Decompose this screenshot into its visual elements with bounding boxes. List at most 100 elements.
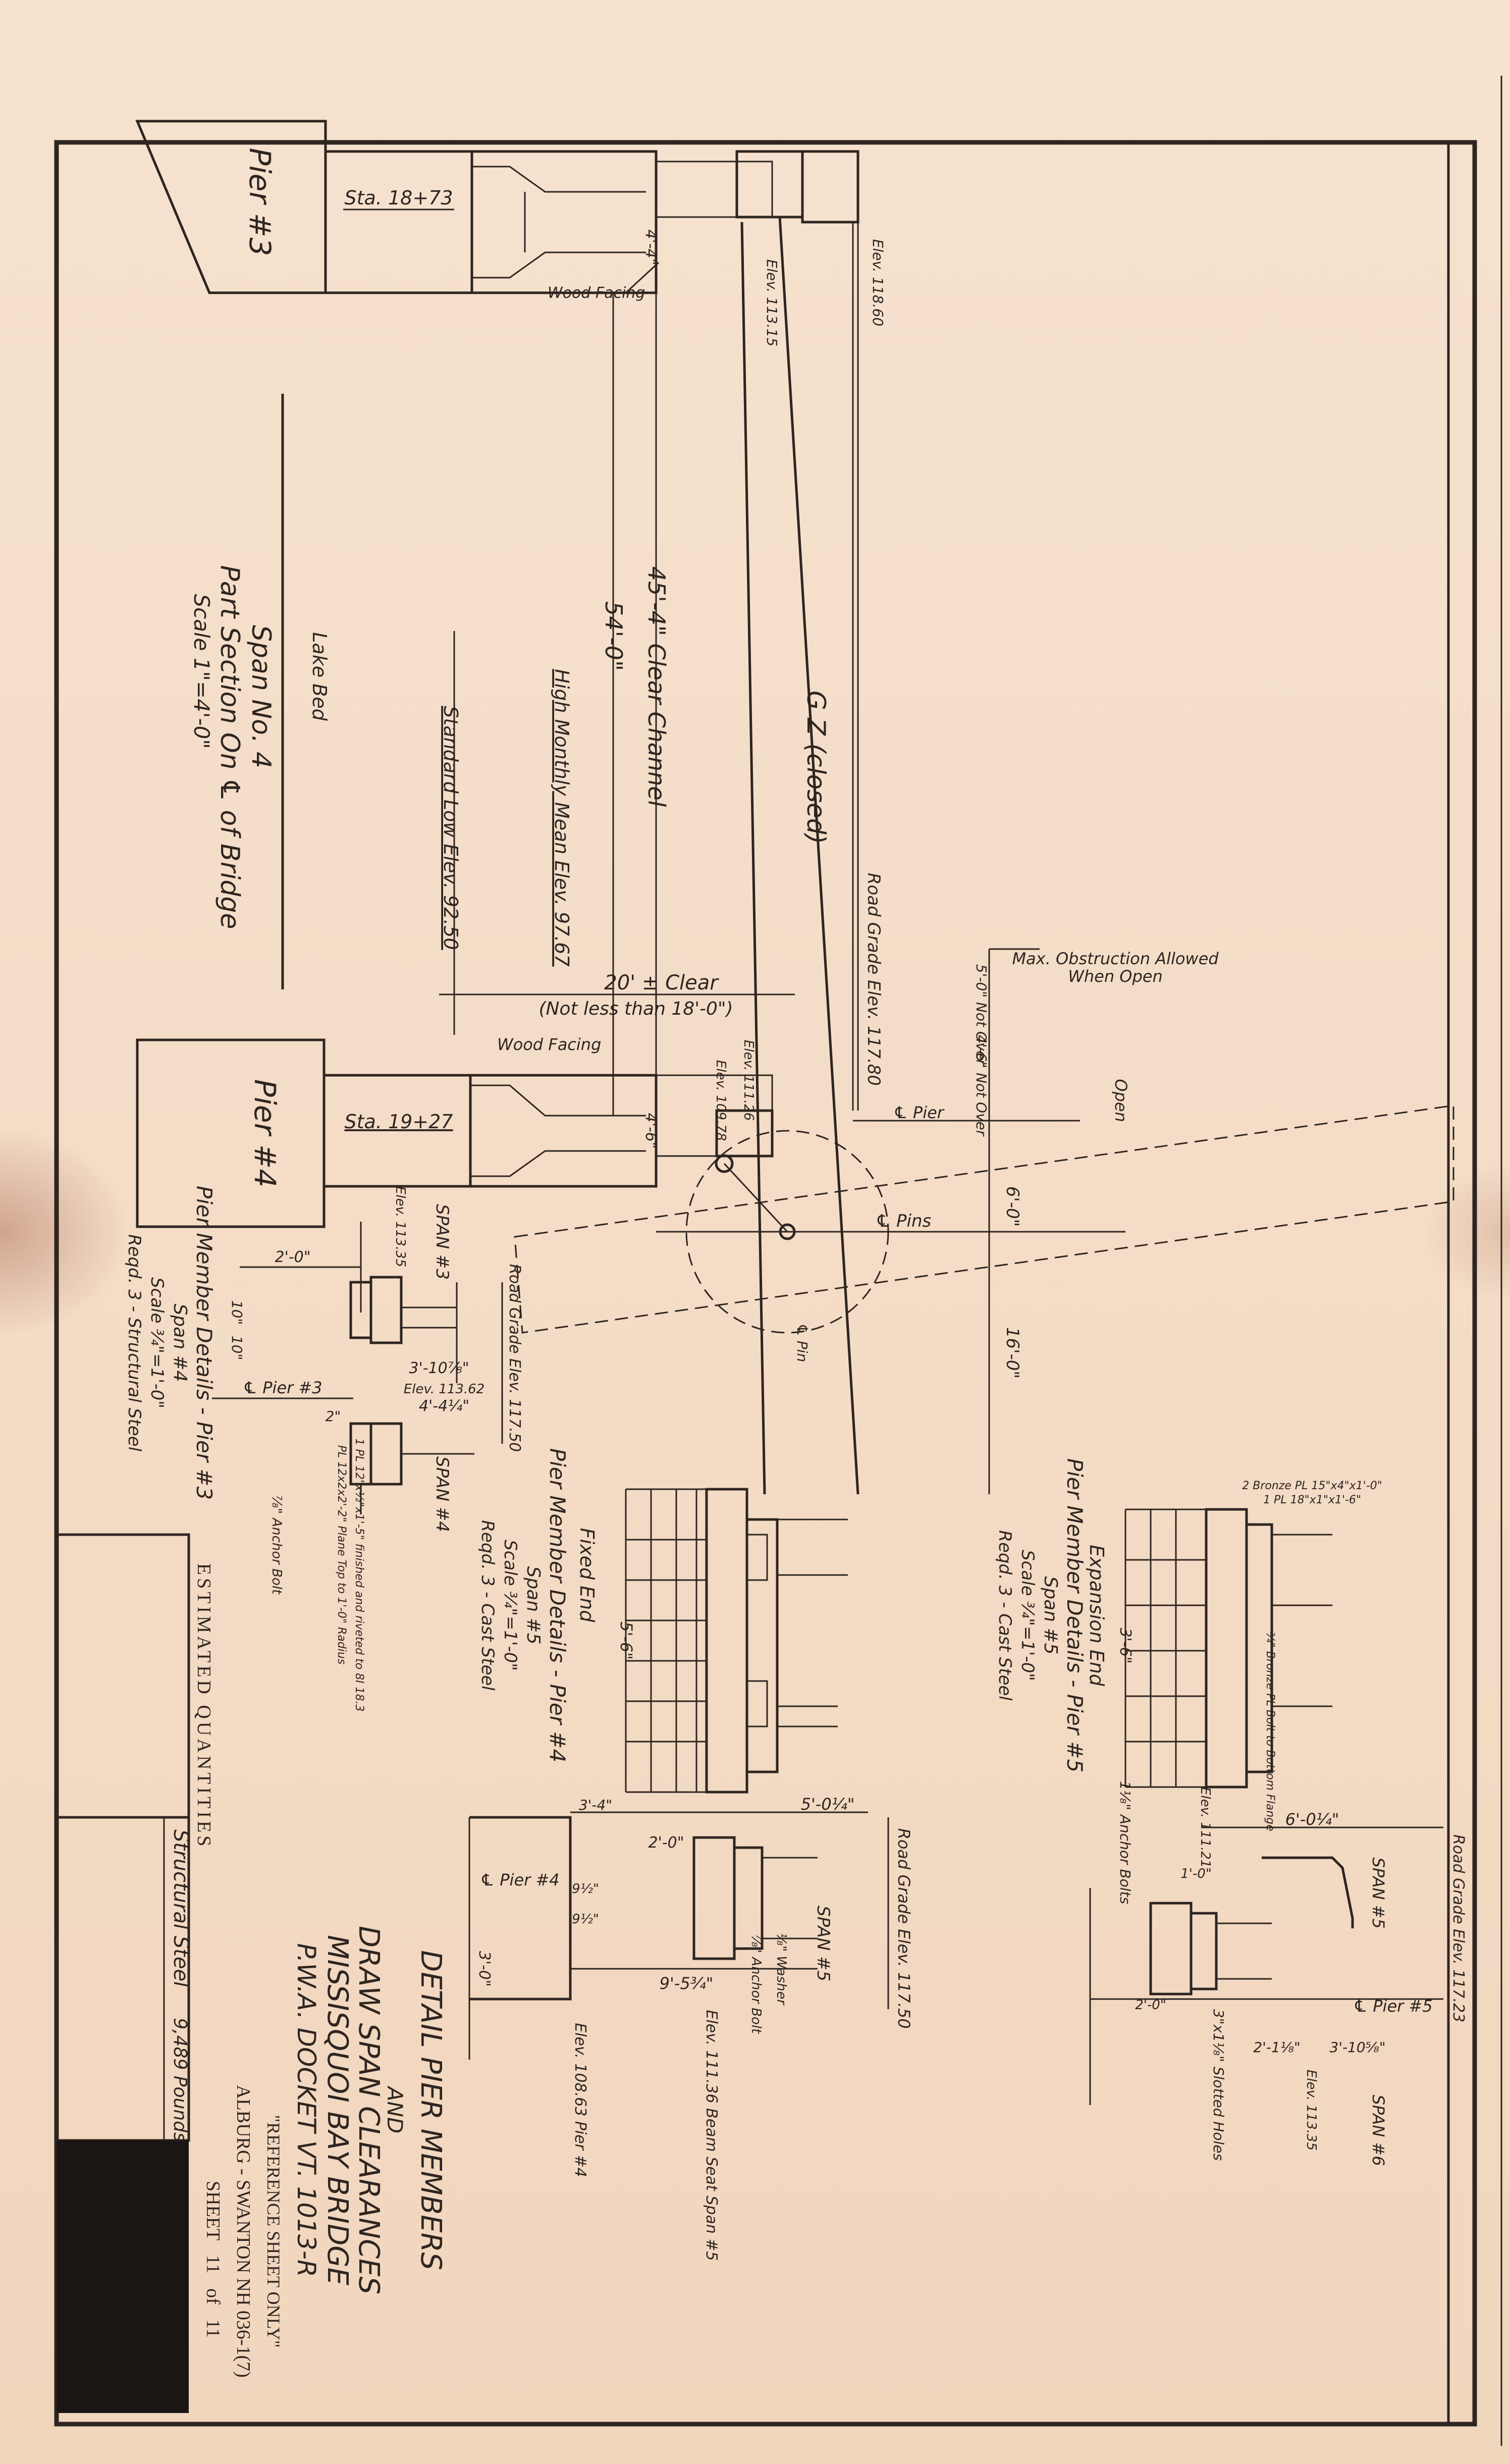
section-title1: Span No. 4 <box>246 625 276 768</box>
p5-elev-108: Elev. 108.63 Pier #4 <box>571 2023 589 2177</box>
elev-11315: Elev. 113.15 <box>764 259 780 347</box>
p4-dim-4-4: 4'-4¼" <box>419 1397 469 1415</box>
svg-text:16'-0": 16'-0" <box>1002 1327 1022 1379</box>
p4-dim-10b: 10" <box>229 1336 245 1360</box>
p6-title1: Expansion End <box>1086 1545 1108 1687</box>
svg-text:AND: AND <box>383 2085 407 2134</box>
svg-text:2'-0": 2'-0" <box>1135 1998 1166 2013</box>
p4-road-grade: Road Grade Elev. 117.50 <box>506 1264 523 1452</box>
svg-text:10": 10" <box>229 1300 245 1325</box>
p5-fixed-end: Fixed End <box>576 1528 598 1623</box>
svg-text:⅞" Anchor Bolt: ⅞" Anchor Bolt <box>269 1495 284 1595</box>
title-line4: MISSISQUOI BAY BRIDGE <box>321 1935 354 2286</box>
svg-text:SPAN #3: SPAN #3 <box>432 1204 452 1280</box>
p6-dim-2-1: 2'-1⅛" <box>1253 2039 1300 2056</box>
svg-text:20' ± Clear: 20' ± Clear <box>604 971 719 994</box>
p6-dim-6-0: 6'-0¼" <box>1285 1810 1339 1829</box>
svg-text:3'-0": 3'-0" <box>475 1951 493 1986</box>
p6-span5: SPAN #5 <box>1369 1857 1388 1928</box>
quantities-table <box>55 1533 190 2142</box>
svg-text:2": 2" <box>326 1408 341 1425</box>
svg-text:Pier #3: Pier #3 <box>243 148 277 256</box>
p4-span3: SPAN #3 <box>432 1204 452 1280</box>
open-label: Open <box>1111 1079 1130 1122</box>
svg-text:2'-1⅛": 2'-1⅛" <box>1253 2039 1300 2056</box>
svg-text:9,489 Pounds: 9,489 Pounds <box>170 2018 190 2141</box>
svg-text:1⅛" Anchor Bolts: 1⅛" Anchor Bolts <box>1117 1781 1134 1904</box>
title-line2: AND <box>383 2085 407 2134</box>
project-number: ALBURG - SWANTON NH 036-1(7) <box>233 2085 254 2378</box>
p5-pier-cl: ℄ Pier #4 <box>480 1870 559 1890</box>
svg-text:SPAN #6: SPAN #6 <box>1369 2094 1388 2166</box>
svg-text:Elev. 113.62: Elev. 113.62 <box>404 1382 484 1397</box>
svg-text:Wood Facing: Wood Facing <box>548 284 645 302</box>
svg-text:Wood Facing: Wood Facing <box>497 1035 601 1054</box>
svg-text:3'-10⅝": 3'-10⅝" <box>1329 2039 1385 2056</box>
lake-bed-label: Lake Bed <box>308 632 331 721</box>
p4-dim-3-10: 3'-10⅞" <box>409 1359 469 1377</box>
sta-1873-label: Sta. 18+73 <box>344 187 453 209</box>
svg-text:Part Section On ℄ of Bridge: Part Section On ℄ of Bridge <box>214 565 245 929</box>
p5-dim-2-0: 2'-0" <box>648 1834 684 1852</box>
p5-title2: Span #5 <box>523 1566 544 1644</box>
p6-span6: SPAN #6 <box>1369 2094 1388 2166</box>
quantities-amount: 9,489 Pounds <box>170 2018 190 2141</box>
p6-bronze: 2 Bronze PL 15"x4"x1'-0" <box>1242 1480 1382 1492</box>
pier-4-outline <box>136 1038 326 1228</box>
title-stamp-block <box>57 2140 189 2413</box>
not-over-1: 5'-0" Not Over <box>973 964 990 1066</box>
svg-text:6'-0¼": 6'-0¼" <box>1285 1810 1339 1829</box>
elev-10978: Elev. 109.78 <box>713 1060 728 1141</box>
p4-elev-11335: Elev. 113.35 <box>393 1186 408 1267</box>
pier-cl-label: ℄ Pier <box>893 1103 945 1122</box>
svg-text:℄ Pins: ℄ Pins <box>876 1211 932 1231</box>
sheet-border <box>54 140 1477 2427</box>
svg-text:Elev. 109.78: Elev. 109.78 <box>713 1060 728 1141</box>
p4-dim-10a: 10" <box>229 1300 245 1325</box>
svg-text:1 PL 12"x½"x1'-5" finished and: 1 PL 12"x½"x1'-5" finished and riveted t… <box>353 1438 365 1711</box>
p5-dim-9a: 9½" <box>572 1881 599 1897</box>
svg-text:ALBURG - SWANTON NH 036-1(7): ALBURG - SWANTON NH 036-1(7) <box>233 2085 254 2378</box>
p6-road-grade: Road Grade Elev. 117.23 <box>1449 1834 1467 2022</box>
svg-text:4'-4": 4'-4" <box>642 229 660 265</box>
clear-20-label: 20' ± Clear <box>604 971 719 994</box>
svg-text:4'-6" Not Over: 4'-6" Not Over <box>973 1035 990 1137</box>
dim-44-top: 4'-4" <box>642 229 660 265</box>
svg-text:Scale 1"=4'-0": Scale 1"=4'-0" <box>189 594 214 749</box>
svg-text:Span #5: Span #5 <box>1040 1576 1061 1654</box>
svg-text:2'-0": 2'-0" <box>648 1834 684 1852</box>
svg-text:⅛" Washer: ⅛" Washer <box>774 1933 789 2006</box>
title-line1: DETAIL PIER MEMBERS <box>414 1950 447 2270</box>
sta-1927-label: Sta. 19+27 <box>344 1111 453 1133</box>
quantities-item: Structural Steel <box>169 1829 192 1987</box>
p6-slotted: 3"x1⅛" Slotted Holes <box>1210 2009 1227 2161</box>
svg-text:When Open: When Open <box>1068 967 1163 986</box>
svg-text:Road Grade Elev. 117.50: Road Grade Elev. 117.50 <box>894 1828 913 2028</box>
svg-text:Scale ¾"=1'-0": Scale ¾"=1'-0" <box>500 1540 520 1671</box>
svg-text:2'-0": 2'-0" <box>275 1248 310 1266</box>
p5-dim-5-0: 5'-0¼" <box>801 1795 855 1814</box>
wood-facing-bottom: Wood Facing <box>497 1035 601 1054</box>
girder-closed-bottom <box>740 222 766 1495</box>
girder-open-outline <box>514 1105 1454 1334</box>
svg-text:℄ Pin: ℄ Pin <box>794 1324 811 1362</box>
elev-11126: Elev. 111.26 <box>741 1040 756 1121</box>
p4-pier-cl: ℄ Pier #3 <box>243 1378 322 1397</box>
svg-text:1'-0": 1'-0" <box>1180 1866 1212 1881</box>
p5-reqd: Reqd. 3 - Cast Steel <box>477 1520 498 1691</box>
svg-text:Fixed End: Fixed End <box>576 1528 598 1623</box>
title-line3: DRAW SPAN CLEARANCES <box>352 1926 385 2294</box>
p6-dim-2-0: 2'-0" <box>1135 1998 1166 2013</box>
dim-16-0: 16'-0" <box>1002 1327 1022 1379</box>
svg-text:(Not less than 18'-0"): (Not less than 18'-0") <box>538 999 733 1019</box>
svg-text:Span #4: Span #4 <box>170 1303 190 1382</box>
svg-text:Scale ¾"=1'-0": Scale ¾"=1'-0" <box>147 1277 167 1408</box>
svg-text:9'-5¾": 9'-5¾" <box>660 1974 714 1993</box>
svg-text:9½": 9½" <box>572 1881 599 1897</box>
svg-text:DETAIL PIER MEMBERS: DETAIL PIER MEMBERS <box>414 1950 447 2270</box>
svg-text:Structural Steel: Structural Steel <box>169 1829 192 1987</box>
svg-text:High Monthly Mean Elev. 97.67: High Monthly Mean Elev. 97.67 <box>551 669 573 967</box>
svg-text:1 PL 18"x1"x1'-6": 1 PL 18"x1"x1'-6" <box>1263 1494 1361 1506</box>
section-scale: Scale 1"=4'-0" <box>189 594 214 749</box>
